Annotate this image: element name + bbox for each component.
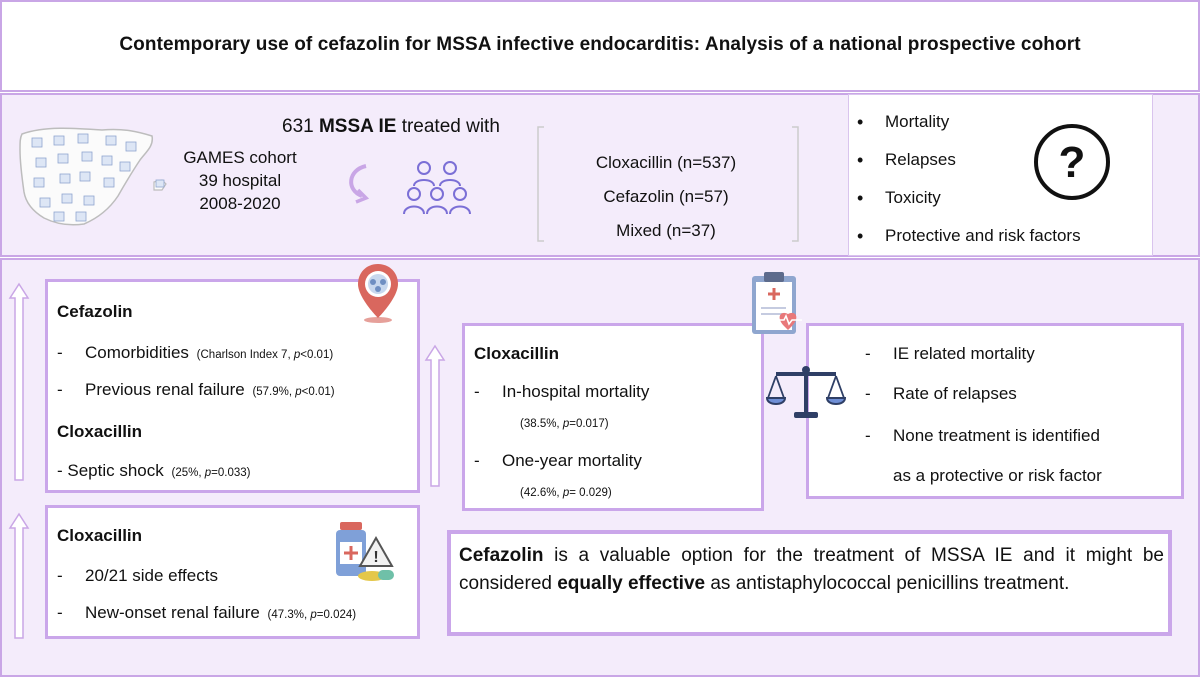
up-arrow-icon [424,344,446,487]
up-arrow-icon [8,512,30,639]
risk-item: -Previous renal failure (57.9%, p<0.01) [57,380,335,399]
clipboard-icon [752,272,802,334]
outcome-item: •Toxicity [857,188,941,208]
cefazolin-title: Cefazolin [57,302,133,321]
toxicity-item: -20/21 side effects [57,566,218,585]
group-cloxacillin: Cloxacillin (n=537) [595,153,737,172]
toxicity-item: -New-onset renal failure (47.3%, p=0.024… [57,603,357,622]
curved-arrow-icon [349,164,370,204]
title-banner: Contemporary use of cefazolin for MSSA i… [0,0,1200,92]
risk-factors-box: Cefazolin -Comorbidities (Charlson Index… [45,279,420,493]
cohort-years: 2008-2020 [199,194,281,213]
mortality-item: -One-year mortality [474,451,642,470]
equal-item-continued: as a protective or risk factor [893,466,1102,485]
risk-item: - Septic shock (25%, p=0.033) [57,461,251,480]
cohort-hospitals: 39 hospital [198,171,282,190]
cohort-info: GAMES cohort 39 hospital 2008-2020 [180,146,300,215]
cohort-headline: 631 MSSA IE treated with [282,116,500,138]
cohort-name: GAMES cohort [183,148,297,167]
group-mixed: Mixed (n=37) [616,221,716,240]
svg-text:!: ! [373,549,378,566]
medicine-warning-icon: ! [336,522,394,581]
mortality-item: -In-hospital mortality [474,382,650,401]
equal-item: -IE related mortality [865,344,1035,363]
toxicity-title: Cloxacillin [57,526,143,545]
spain-map-icon [19,127,167,226]
group-cefazolin: Cefazolin (n=57) [603,187,729,206]
equal-outcomes-box: -IE related mortality -Rate of relapses … [806,323,1184,499]
people-group-icon [403,161,471,215]
mortality-box: Cloxacillin -In-hospital mortality (38.5… [462,323,764,511]
conclusion-box: Cefazolin is a valuable option for the t… [447,530,1172,636]
outcomes-list: •Mortality •Relapses •Toxicity •Protecti… [857,103,1081,255]
location-pin-icon [358,264,398,323]
cloxacillin-title: Cloxacillin [57,422,143,441]
treatment-groups: Cloxacillin (n=537) Cefazolin (n=57) Mix… [578,146,754,248]
equal-item: -None treatment is identified [865,426,1100,445]
headline-count: 631 [282,116,314,137]
outcome-item: •Mortality [857,112,950,132]
page-title: Contemporary use of cefazolin for MSSA i… [119,34,1081,55]
outcome-item: •Relapses [857,150,956,170]
outcomes-box: •Mortality •Relapses •Toxicity •Protecti… [848,94,1153,256]
question-mark-text: ? [1059,138,1086,187]
mortality-detail: (42.6%, p= 0.029) [520,487,612,499]
up-arrow-icon [8,282,30,481]
headline-bold: MSSA IE [318,116,397,137]
risk-item: -Comorbidities (Charlson Index 7, p<0.01… [57,343,334,362]
conclusion-text: Cefazolin is a valuable option for the t… [459,545,1164,594]
bracket-icon [537,126,799,242]
scale-icon [766,366,846,418]
mortality-title: Cloxacillin [474,344,560,363]
equal-item: -Rate of relapses [865,384,1017,403]
question-circle-icon: ? [1034,124,1110,200]
headline-rest: treated with [401,116,500,137]
mortality-detail: (38.5%, p=0.017) [520,418,609,430]
outcome-item: •Protective and risk factors [857,226,1081,246]
